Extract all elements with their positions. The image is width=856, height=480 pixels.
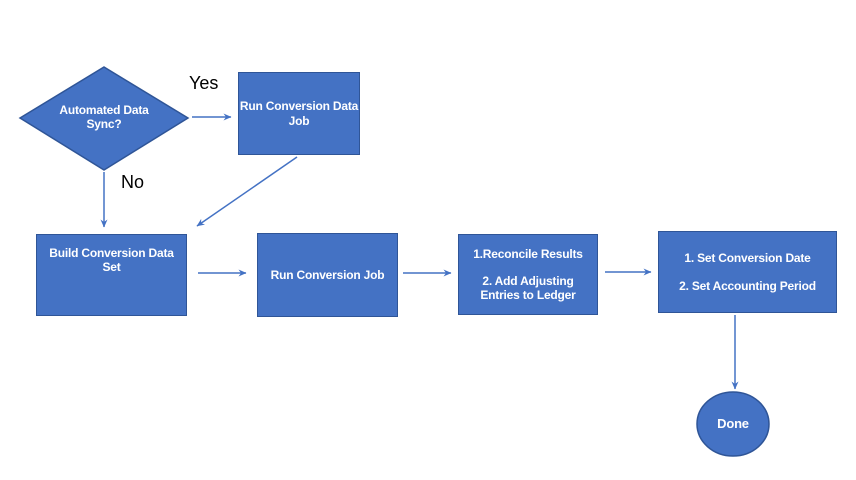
node-reconcile-results: 1.Reconcile Results 2. Add Adjusting Ent… [458, 234, 598, 315]
decision-diamond-shape [18, 66, 190, 171]
node-reconcile-results-line1: 1.Reconcile Results [473, 246, 583, 261]
arrow-run-conversion-data-job-to-build-set [196, 156, 298, 227]
decision-diamond-label: Automated Data Sync? [59, 102, 149, 131]
node-run-conversion-job-label: Run Conversion Job [270, 267, 385, 282]
done-ellipse-shape [696, 391, 770, 457]
node-run-conversion-job: Run Conversion Job [257, 233, 398, 317]
node-build-conversion-data-set: Build Conversion Data Set [36, 234, 187, 316]
node-run-conversion-data-job: Run Conversion Data Job [238, 72, 360, 155]
edge-label-no: No [121, 172, 145, 192]
done-label: Done [717, 416, 749, 432]
node-set-conversion-date-line1: 1. Set Conversion Date [684, 251, 811, 266]
node-set-conversion-date: 1. Set Conversion Date 2. Set Accounting… [658, 231, 837, 313]
node-reconcile-results-line2: 2. Add Adjusting Entries to Ledger [480, 273, 576, 303]
edge-label-yes: Yes [189, 73, 219, 93]
node-build-conversion-data-set-label: Build Conversion Data Set [49, 246, 174, 275]
node-run-conversion-data-job-label: Run Conversion Data Job [239, 99, 359, 128]
node-set-conversion-date-line2: 2. Set Accounting Period [679, 278, 816, 293]
